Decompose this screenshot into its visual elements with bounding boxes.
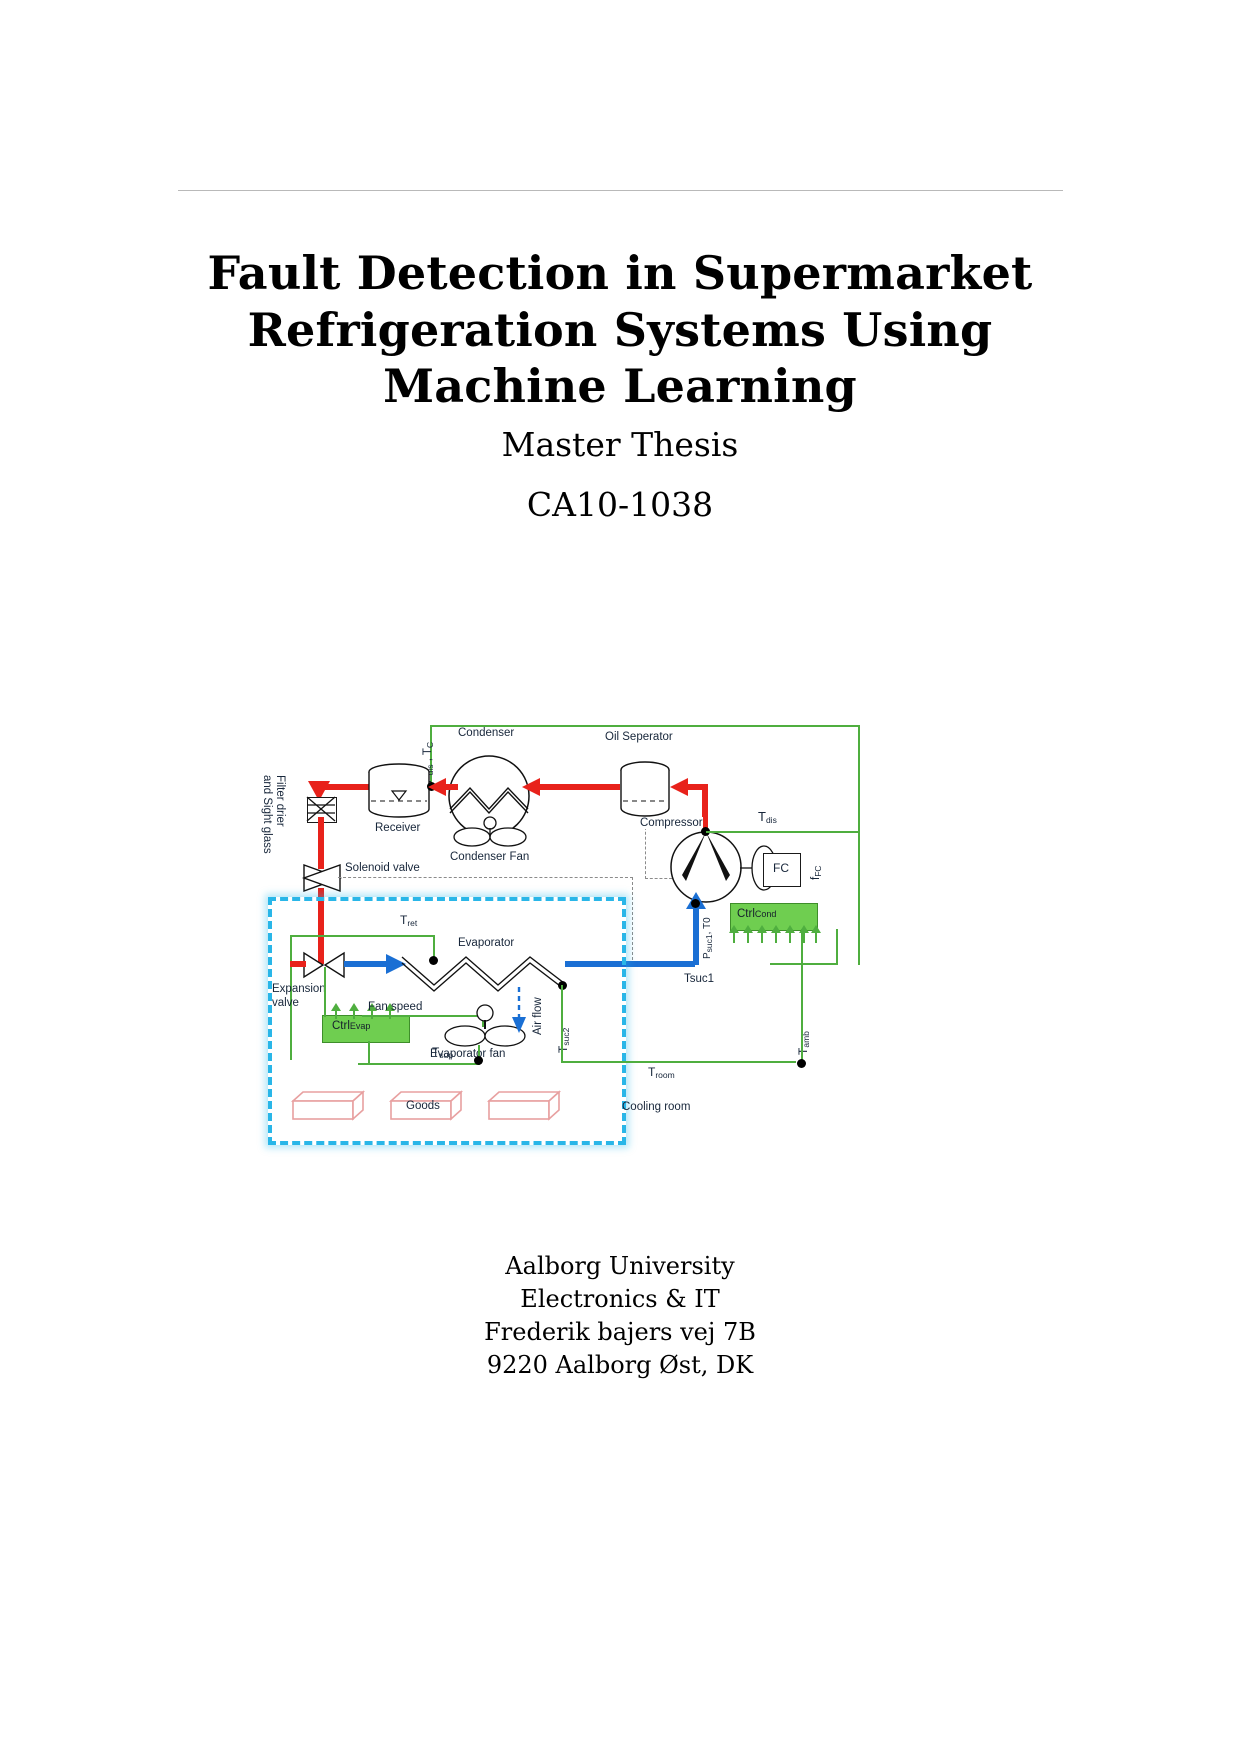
receiver-vessel [368,763,430,818]
hp-line-cond-to-receiver [436,784,458,790]
ctrl-evap-input-arrows [331,1003,395,1019]
junction-tsuc1 [691,899,700,908]
label-t-ret: Tret [400,913,418,928]
address-line-4: 9220 Aalborg Øst, DK [486,1351,754,1380]
label-evaporator-fan: Evaporator fan [430,1048,506,1060]
title-line-1: Fault Detection in Supermarket [207,246,1033,300]
hp-arrow-to-receiver [428,778,446,796]
address-line-2: Electronics & IT [520,1285,720,1314]
lp-arrow-into-evaporator [386,954,406,974]
label-expansion-valve-line2: valve [272,997,299,1009]
hp-line-into-expansion [290,961,306,967]
label-solenoid-valve: Solenoid valve [345,862,420,874]
sensor-t-sup [474,1056,483,1065]
sensor-t-amb [797,1059,806,1068]
label-expansion-valve-line1: Expansion [272,983,326,995]
label-t-dis: Tdis [758,809,777,825]
goods-box-1 [290,1090,366,1121]
label-receiver: Receiver [375,822,421,834]
lp-line-expansion-out [344,961,390,967]
hp-arrow-into-oilsep [670,778,688,796]
lp-line-horizontal [565,961,695,967]
university-address: Aalborg University Electronics & IT Fred… [120,1250,1120,1382]
signal-line-right-outer [858,725,860,965]
label-fan-speed: Fan speed [368,1001,423,1013]
sensor-tret [429,956,438,965]
label-ctrl-cond: CtrlCond [737,908,777,920]
label-oil-separator: Oil Seperator [605,731,673,743]
project-code: CA10-1038 [526,485,714,524]
signal-line-cond-bottom [770,963,838,965]
air-flow-arrow [512,987,526,1033]
ctrl-cond-input-arrows [729,925,821,943]
header-rule [178,190,1063,191]
page-title: Fault Detection in Supermarket Refrigera… [120,245,1120,415]
label-ctrl-evap: CtrlEvap [332,1020,371,1032]
label-fc: FC [773,861,789,875]
label-evaporator: Evaporator [458,937,515,949]
solenoid-valve-symbol [301,864,343,892]
label-t-amb: Tamb [796,1031,811,1055]
signal-line-tsuc2 [561,985,563,1063]
hp-line-solenoid-to-room [318,888,324,964]
reference-dashed-line-top [338,877,633,878]
title-line-2: Refrigeration Systems Using [247,302,993,357]
label-t-suc2: Tsuc2 [556,1027,571,1053]
signal-line-tret-top [290,935,435,937]
signal-line-tdis [706,831,860,833]
hp-line-comp-up [702,784,708,830]
label-condenser-fan: Condenser Fan [450,851,530,863]
label-sight-glass: and Sight glass [261,775,273,854]
signal-line-cond-right [836,929,838,965]
label-compressor: Compressor [640,817,703,829]
evaporator-symbol [401,956,565,992]
signal-line-left-pdis [430,725,432,788]
label-cooling-room: Cooling room [622,1101,691,1113]
label-tsuc1: Tsuc1 [684,973,715,985]
hp-arrow-to-condenser [522,778,540,796]
signal-line-fanspeed-h [362,1015,484,1017]
label-t-room: Troom [648,1065,675,1080]
goods-box-2 [388,1090,464,1121]
cooling-room-boundary [268,897,626,1145]
label-filter-drier: Filter drier [274,775,286,827]
signal-line-troom-h [561,1061,796,1063]
condenser-fan-symbol [453,816,527,847]
lp-line-to-compressor-v [693,903,699,965]
address-line-3: Frederik bajers vej 7B [484,1318,756,1347]
label-t-sup: Tsup [432,1045,454,1060]
signal-line-tsup-v [478,1045,480,1065]
signal-line-ctrl-evap-down [368,1041,370,1063]
address-line-1: Aalborg University [505,1252,735,1280]
signal-line-tsup-h [358,1063,480,1065]
system-diagram: Pdis , TC Filter drier and Sight glass S… [250,705,890,1155]
oil-separator-vessel [620,761,670,817]
title-line-3: Machine Learning [383,359,857,414]
subtitle: Master Thesis [501,425,739,464]
label-goods: Goods [406,1100,440,1112]
label-f-fc: fFC [810,865,823,880]
hp-line-oilsep-to-cond [530,784,620,790]
label-psuc1-t0: Psuc1, T0 [702,917,714,959]
signal-line-tret-right [433,935,435,961]
evaporator-fan-symbol [444,1004,526,1047]
signal-line-top [430,725,860,727]
fc-box [763,853,801,887]
hp-line-filter-to-solenoid [318,817,324,869]
hp-arrow-into-filter [308,781,330,801]
expansion-valve-symbol [303,951,345,979]
signal-line-expansion-v [324,967,326,1017]
compressor-symbol [670,831,742,903]
oil-return-line-vertical [645,817,646,879]
goods-box-3 [486,1090,562,1121]
reference-dashed-line-right [632,877,633,965]
hp-line-to-oilsep [678,784,706,790]
signal-line-tret-left [290,935,292,1060]
filter-drier-cross [306,796,336,822]
label-condenser: Condenser [458,727,515,739]
junction-tdis [701,827,710,836]
label-air-flow: Air flow [532,997,544,1035]
signal-line-tamb [801,929,803,1063]
